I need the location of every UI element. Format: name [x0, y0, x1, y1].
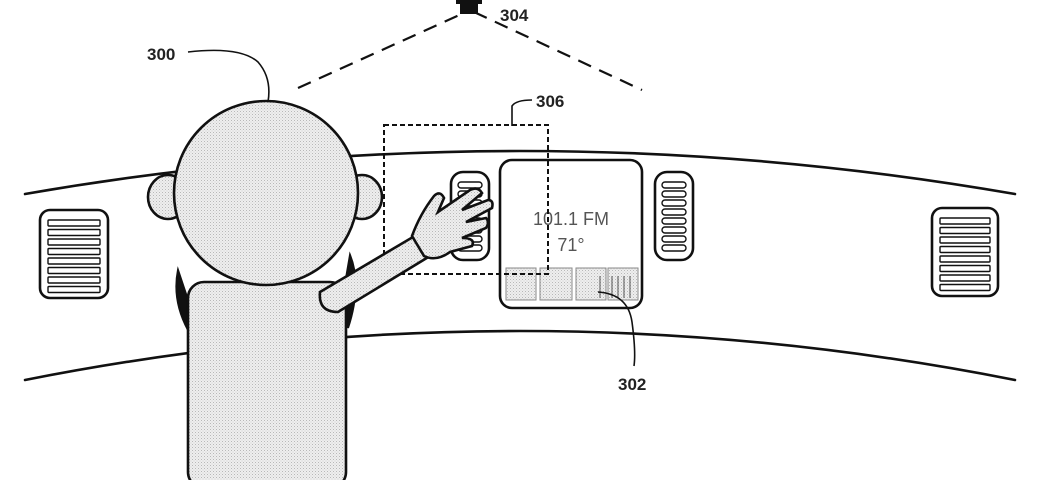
display-label: 302: [618, 375, 646, 394]
vent-slat: [661, 226, 687, 234]
gesture-zone-leader-line: [511, 99, 533, 126]
dashboard-bottom-edge: [23, 329, 1017, 382]
center-right-air-vent: [653, 170, 695, 262]
vent-slat: [47, 238, 101, 246]
vent-slat: [47, 219, 101, 227]
vent-slat: [661, 208, 687, 216]
infotainment-display: 101.1 FM 71°: [498, 158, 644, 310]
vent-slat: [47, 257, 101, 265]
vent-slat: [939, 264, 991, 273]
vent-slat: [661, 244, 687, 252]
vent-slat: [661, 190, 687, 198]
vent-slat: [457, 181, 483, 189]
camera-view-line-left: [297, 10, 467, 90]
vent-slat: [47, 228, 101, 237]
vent-slat: [661, 199, 687, 207]
vent-slat: [939, 283, 991, 292]
occupant-hand: [410, 187, 494, 260]
occupant-label: 300: [147, 45, 175, 64]
vent-slat: [47, 266, 101, 275]
vent-slat: [47, 285, 101, 294]
left-air-vent: [38, 208, 110, 300]
dashboard-top-edge: [23, 149, 1017, 196]
display-leader-line: [597, 291, 636, 367]
vent-slat: [47, 247, 101, 256]
vent-slat: [939, 217, 991, 225]
vent-slat: [661, 235, 687, 243]
vent-slat: [661, 217, 687, 225]
occupant: [146, 99, 494, 480]
display-temperature-text: 71°: [557, 235, 584, 255]
camera-view-line-right: [473, 11, 643, 91]
vent-slat: [939, 245, 991, 254]
occupant-torso: [186, 280, 348, 480]
camera-label: 304: [500, 6, 529, 25]
occupant-arm: [318, 232, 432, 314]
display-station-text: 101.1 FM: [533, 209, 609, 229]
vent-slat: [939, 226, 991, 235]
occupant-leader-line: [187, 49, 270, 103]
occupant-head: [172, 99, 360, 287]
vent-slat: [661, 181, 687, 189]
camera-icon: [456, 0, 482, 14]
right-air-vent: [930, 206, 1000, 298]
vent-slat: [939, 274, 991, 282]
gesture-detection-zone: [383, 124, 549, 275]
vent-slat: [939, 255, 991, 263]
vent-slat: [47, 276, 101, 284]
gesture-zone-label: 306: [536, 92, 564, 111]
vent-slat: [939, 236, 991, 244]
